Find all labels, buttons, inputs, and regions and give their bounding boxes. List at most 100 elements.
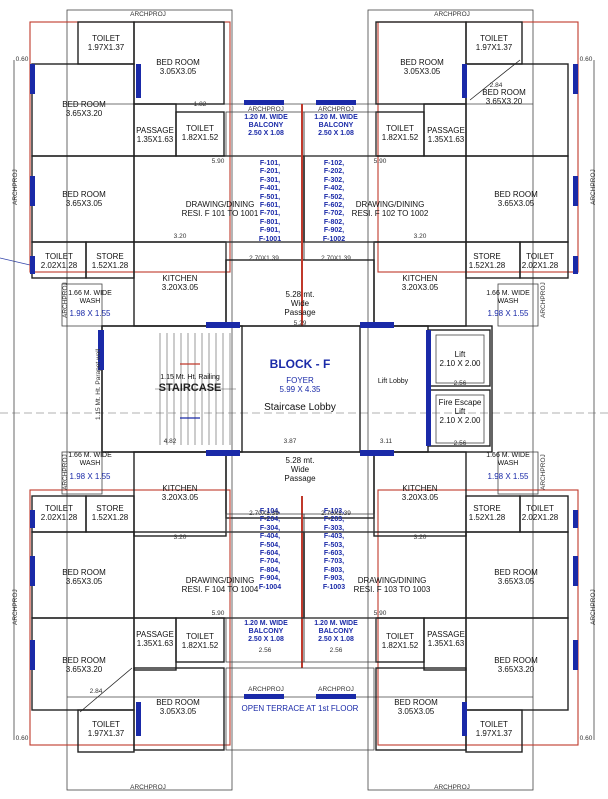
- windows: [30, 64, 578, 736]
- archproj-label: ARCHPROJ: [130, 784, 166, 791]
- dim-label: 3.87: [283, 438, 297, 445]
- block-title: BLOCK - F: [269, 357, 331, 371]
- archproj-label: ARCHPROJ: [12, 589, 19, 625]
- archproj-label: ARCHPROJ: [248, 106, 284, 113]
- dim-label: 4.82: [163, 438, 177, 445]
- lift-car: [435, 334, 485, 384]
- archproj-label: ARCHPROJ: [318, 686, 354, 693]
- dim-label: 5.90: [373, 610, 387, 617]
- unit-list-top-right: F-102,F-202,F-302,F-402,F-502,F-602,F-70…: [322, 160, 346, 243]
- open-terrace: [225, 667, 375, 751]
- lift-lobby-label: Lift Lobby: [377, 378, 409, 385]
- dim-label: 2.56: [329, 647, 343, 654]
- diag-dim-bottom-left: [79, 667, 133, 713]
- diag-dim-top-right: [469, 59, 521, 101]
- bottom-right-flat: [303, 451, 579, 753]
- dim-label: 3.20: [413, 233, 427, 240]
- dim-label: 2.84: [89, 688, 103, 695]
- leader-line: [0, 257, 31, 266]
- archproj-frame-right: [367, 9, 534, 791]
- archproj-label: ARCHPROJ: [434, 11, 470, 18]
- archproj-label: ARCHPROJ: [130, 11, 166, 18]
- archproj-label: ARCHPROJ: [434, 784, 470, 791]
- dim-label: 0.60: [15, 735, 29, 742]
- dim-label: 2.56: [258, 647, 272, 654]
- wash-dims: 1.98 X 1.55: [69, 472, 111, 481]
- wash-dims: 1.98 X 1.55: [487, 309, 529, 318]
- dim-label: 2.70X1.39: [249, 510, 279, 517]
- dim-label: 3.20: [173, 233, 187, 240]
- unit-list-bottom-left: F-104,F-204,F-304,F-404,F-504,F-604,F-70…: [258, 508, 282, 591]
- dim-label: 3.20: [173, 534, 187, 541]
- dim-label: 5.90: [373, 158, 387, 165]
- stair-treads: [155, 333, 236, 445]
- wash-dims: 1.98 X 1.55: [69, 309, 111, 318]
- staircase-label: STAIRCASE: [158, 382, 222, 394]
- dim-label: 3.20: [413, 534, 427, 541]
- unit-list-bottom-right: F-103,F-203,F-303,F-403,F-503,F-603,F-70…: [322, 508, 346, 591]
- archproj-label: ARCHPROJ: [590, 169, 597, 205]
- dim-label: 2.56: [453, 440, 467, 447]
- archproj-label: ARCHPROJ: [540, 282, 547, 318]
- dim-label: 2.70X1.39: [249, 255, 279, 262]
- archproj-label: ARCHPROJ: [590, 589, 597, 625]
- fire-lift-car: [435, 394, 485, 444]
- archproj-label: ARCHPROJ: [248, 686, 284, 693]
- dim-label: 5.29: [293, 320, 307, 327]
- dim-label: 0.60: [579, 56, 593, 63]
- railing-label: 1.15 Mt. Ht. Railing: [160, 374, 220, 381]
- bottom-left-flat: [29, 451, 305, 753]
- archproj-label: ARCHPROJ: [12, 169, 19, 205]
- dim-label: 2.84: [489, 82, 503, 89]
- dim-label: 1.82: [193, 101, 207, 108]
- lift-lobby: [359, 325, 429, 453]
- dim-label: 5.90: [211, 158, 225, 165]
- unit-list-top-left: F-101,F-201,F-301,F-401,F-501,F-601,F-70…: [258, 160, 282, 243]
- archproj-label: ARCHPROJ: [318, 106, 354, 113]
- archproj-label: ARCHPROJ: [540, 454, 547, 490]
- wash-dims: 1.98 X 1.55: [487, 472, 529, 481]
- open-terrace-label: OPEN TERRACE AT 1st FLOOR: [241, 704, 359, 713]
- dim-label: 2.70X1.39: [321, 510, 351, 517]
